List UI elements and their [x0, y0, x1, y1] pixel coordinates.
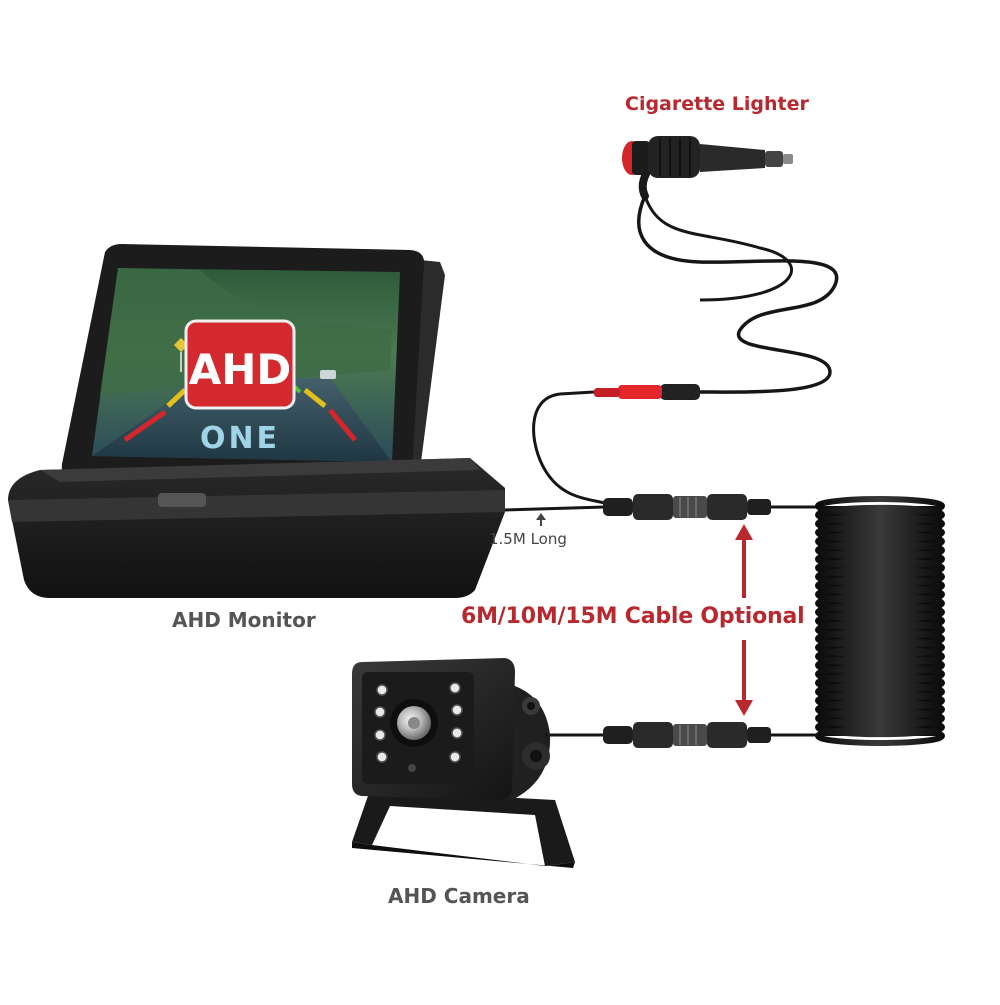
ahd-badge: AHD: [184, 319, 296, 410]
coil-loop: [815, 549, 945, 570]
lower-aviation-connector: [603, 722, 771, 748]
coil-loop: [815, 611, 945, 631]
coil-loop: [815, 513, 945, 534]
coil-loop: [815, 646, 945, 667]
monitor-base: [8, 458, 505, 598]
coil-loop: [815, 681, 945, 702]
power-branch-cable: [532, 392, 606, 505]
monitor-cable-length-label: 1.5M Long: [489, 530, 567, 548]
coil-loop: [815, 540, 945, 561]
coil-loop: [815, 522, 945, 543]
coil-loop: [815, 575, 945, 596]
power-connector: [559, 384, 700, 400]
coil-loop: [815, 531, 945, 552]
coil-loop: [815, 708, 945, 729]
cigarette-lighter-plug-icon: [622, 136, 793, 200]
badge-text: AHD: [189, 345, 292, 394]
ahd-monitor-label: AHD Monitor: [172, 608, 316, 632]
coiled-cable-icon: [815, 496, 945, 746]
coil-loop: [815, 496, 945, 516]
coil-loop: [815, 655, 945, 676]
coil-loop: [815, 619, 945, 640]
cable-optional-label: 6M/10M/15M Cable Optional: [461, 604, 805, 629]
screen-subtext: ONE: [200, 421, 280, 456]
coil-loop: [815, 602, 945, 623]
length-marker-icon: [536, 513, 546, 526]
upper-aviation-connector: [603, 494, 771, 520]
coil-loop: [815, 717, 945, 738]
monitor-cable: [504, 505, 606, 512]
cigarette-lighter-label: Cigarette Lighter: [625, 93, 809, 115]
ir-camera-icon: [352, 658, 575, 868]
coil-loop: [815, 690, 945, 711]
coil-loop: [815, 672, 945, 693]
double-arrow-icon: [735, 524, 753, 716]
coil-loop: [815, 504, 945, 525]
coil-loop: [815, 628, 945, 649]
lighter-cable: [637, 195, 839, 394]
coil-loop: [815, 584, 945, 605]
coil-loop: [815, 593, 945, 614]
coil-loop: [815, 637, 945, 658]
coil-loop: [815, 566, 945, 587]
coil-loop: [815, 664, 945, 685]
coil-loop: [815, 557, 945, 578]
coil-loop: [815, 699, 945, 720]
ahd-camera-label: AHD Camera: [388, 884, 530, 908]
